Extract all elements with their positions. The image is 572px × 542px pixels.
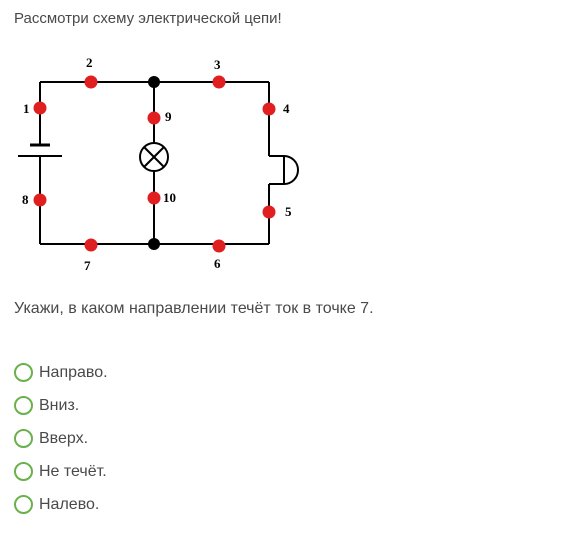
point-8: [33, 193, 47, 207]
point-2: [84, 75, 98, 89]
question-text: Укажи, в каком направлении течёт ток в т…: [14, 300, 374, 317]
lamp-symbol: [139, 142, 169, 172]
junction-node-top: [148, 76, 160, 88]
point-label-7: 7: [84, 258, 91, 273]
radio-button-icon[interactable]: [14, 495, 33, 514]
option-label: Не течёт.: [39, 462, 107, 480]
radio-button-icon[interactable]: [14, 462, 33, 481]
option-label: Вниз.: [39, 396, 80, 414]
instruction-text: Рассмотри схему электрической цепи!: [14, 10, 282, 27]
point-10: [147, 191, 161, 205]
point-3: [212, 75, 226, 89]
option-no-current[interactable]: Не течёт.: [14, 455, 108, 488]
option-label: Налево.: [39, 495, 100, 513]
point-7: [84, 238, 98, 252]
radio-button-icon[interactable]: [14, 429, 33, 448]
point-4: [262, 102, 276, 116]
point-9: [147, 111, 161, 125]
radio-button-icon[interactable]: [14, 396, 33, 415]
point-label-5: 5: [285, 204, 292, 219]
battery-symbol: [18, 143, 62, 157]
circuit-wires: [39, 81, 270, 245]
point-label-6: 6: [214, 256, 221, 271]
measurement-points: [33, 75, 276, 253]
junction-node-bottom: [148, 238, 160, 250]
point-label-10: 10: [163, 190, 176, 205]
option-label: Направо.: [39, 363, 108, 381]
point-5: [262, 205, 276, 219]
radio-button-icon[interactable]: [14, 363, 33, 382]
answer-options: Направо. Вниз. Вверх. Не течёт. Налево.: [14, 356, 108, 521]
bell-symbol: [269, 155, 299, 185]
option-right[interactable]: Направо.: [14, 356, 108, 389]
option-up[interactable]: Вверх.: [14, 422, 108, 455]
point-label-9: 9: [165, 109, 172, 124]
option-left[interactable]: Налево.: [14, 488, 108, 521]
point-label-4: 4: [283, 101, 290, 116]
point-label-2: 2: [86, 55, 93, 70]
point-label-1: 1: [23, 101, 30, 116]
point-label-3: 3: [214, 57, 221, 72]
option-label: Вверх.: [39, 429, 89, 447]
point-label-8: 8: [22, 192, 29, 207]
option-down[interactable]: Вниз.: [14, 389, 108, 422]
point-6: [212, 239, 226, 253]
point-1: [33, 101, 47, 115]
circuit-diagram: 1 2 3 4 5 6 7 8 9 10: [18, 55, 299, 273]
